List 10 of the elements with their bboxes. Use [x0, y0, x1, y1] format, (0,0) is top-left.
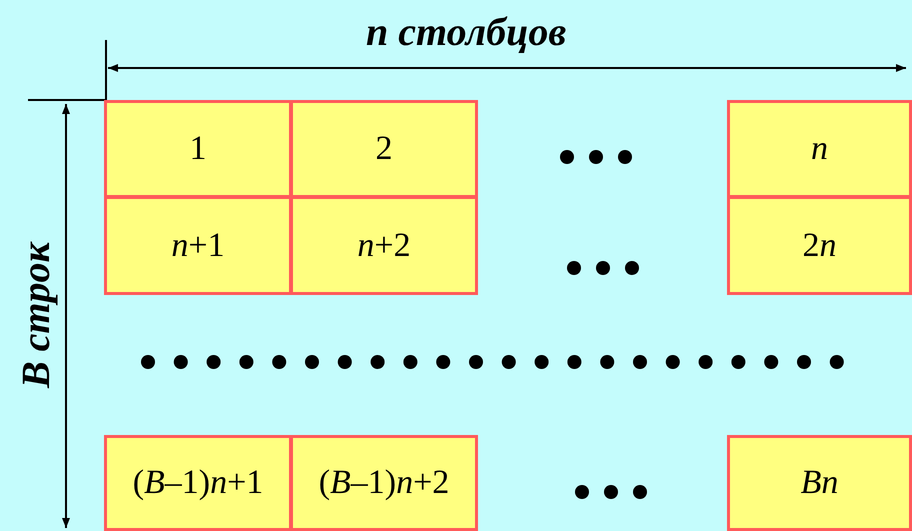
matrix-cell: 2 — [290, 100, 478, 198]
row-count-label: B строк — [12, 242, 58, 388]
matrix-cell: 2n — [727, 196, 912, 295]
matrix-cell: 1 — [104, 100, 292, 198]
matrix-cell: Bn — [727, 435, 912, 531]
matrix-cell: (B–1)n+1 — [104, 435, 292, 531]
matrix-cell: n+1 — [104, 196, 292, 295]
matrix-cell: (B–1)n+2 — [290, 435, 478, 531]
matrix-cell: n+2 — [290, 196, 478, 295]
matrix-cell: n — [727, 100, 912, 198]
